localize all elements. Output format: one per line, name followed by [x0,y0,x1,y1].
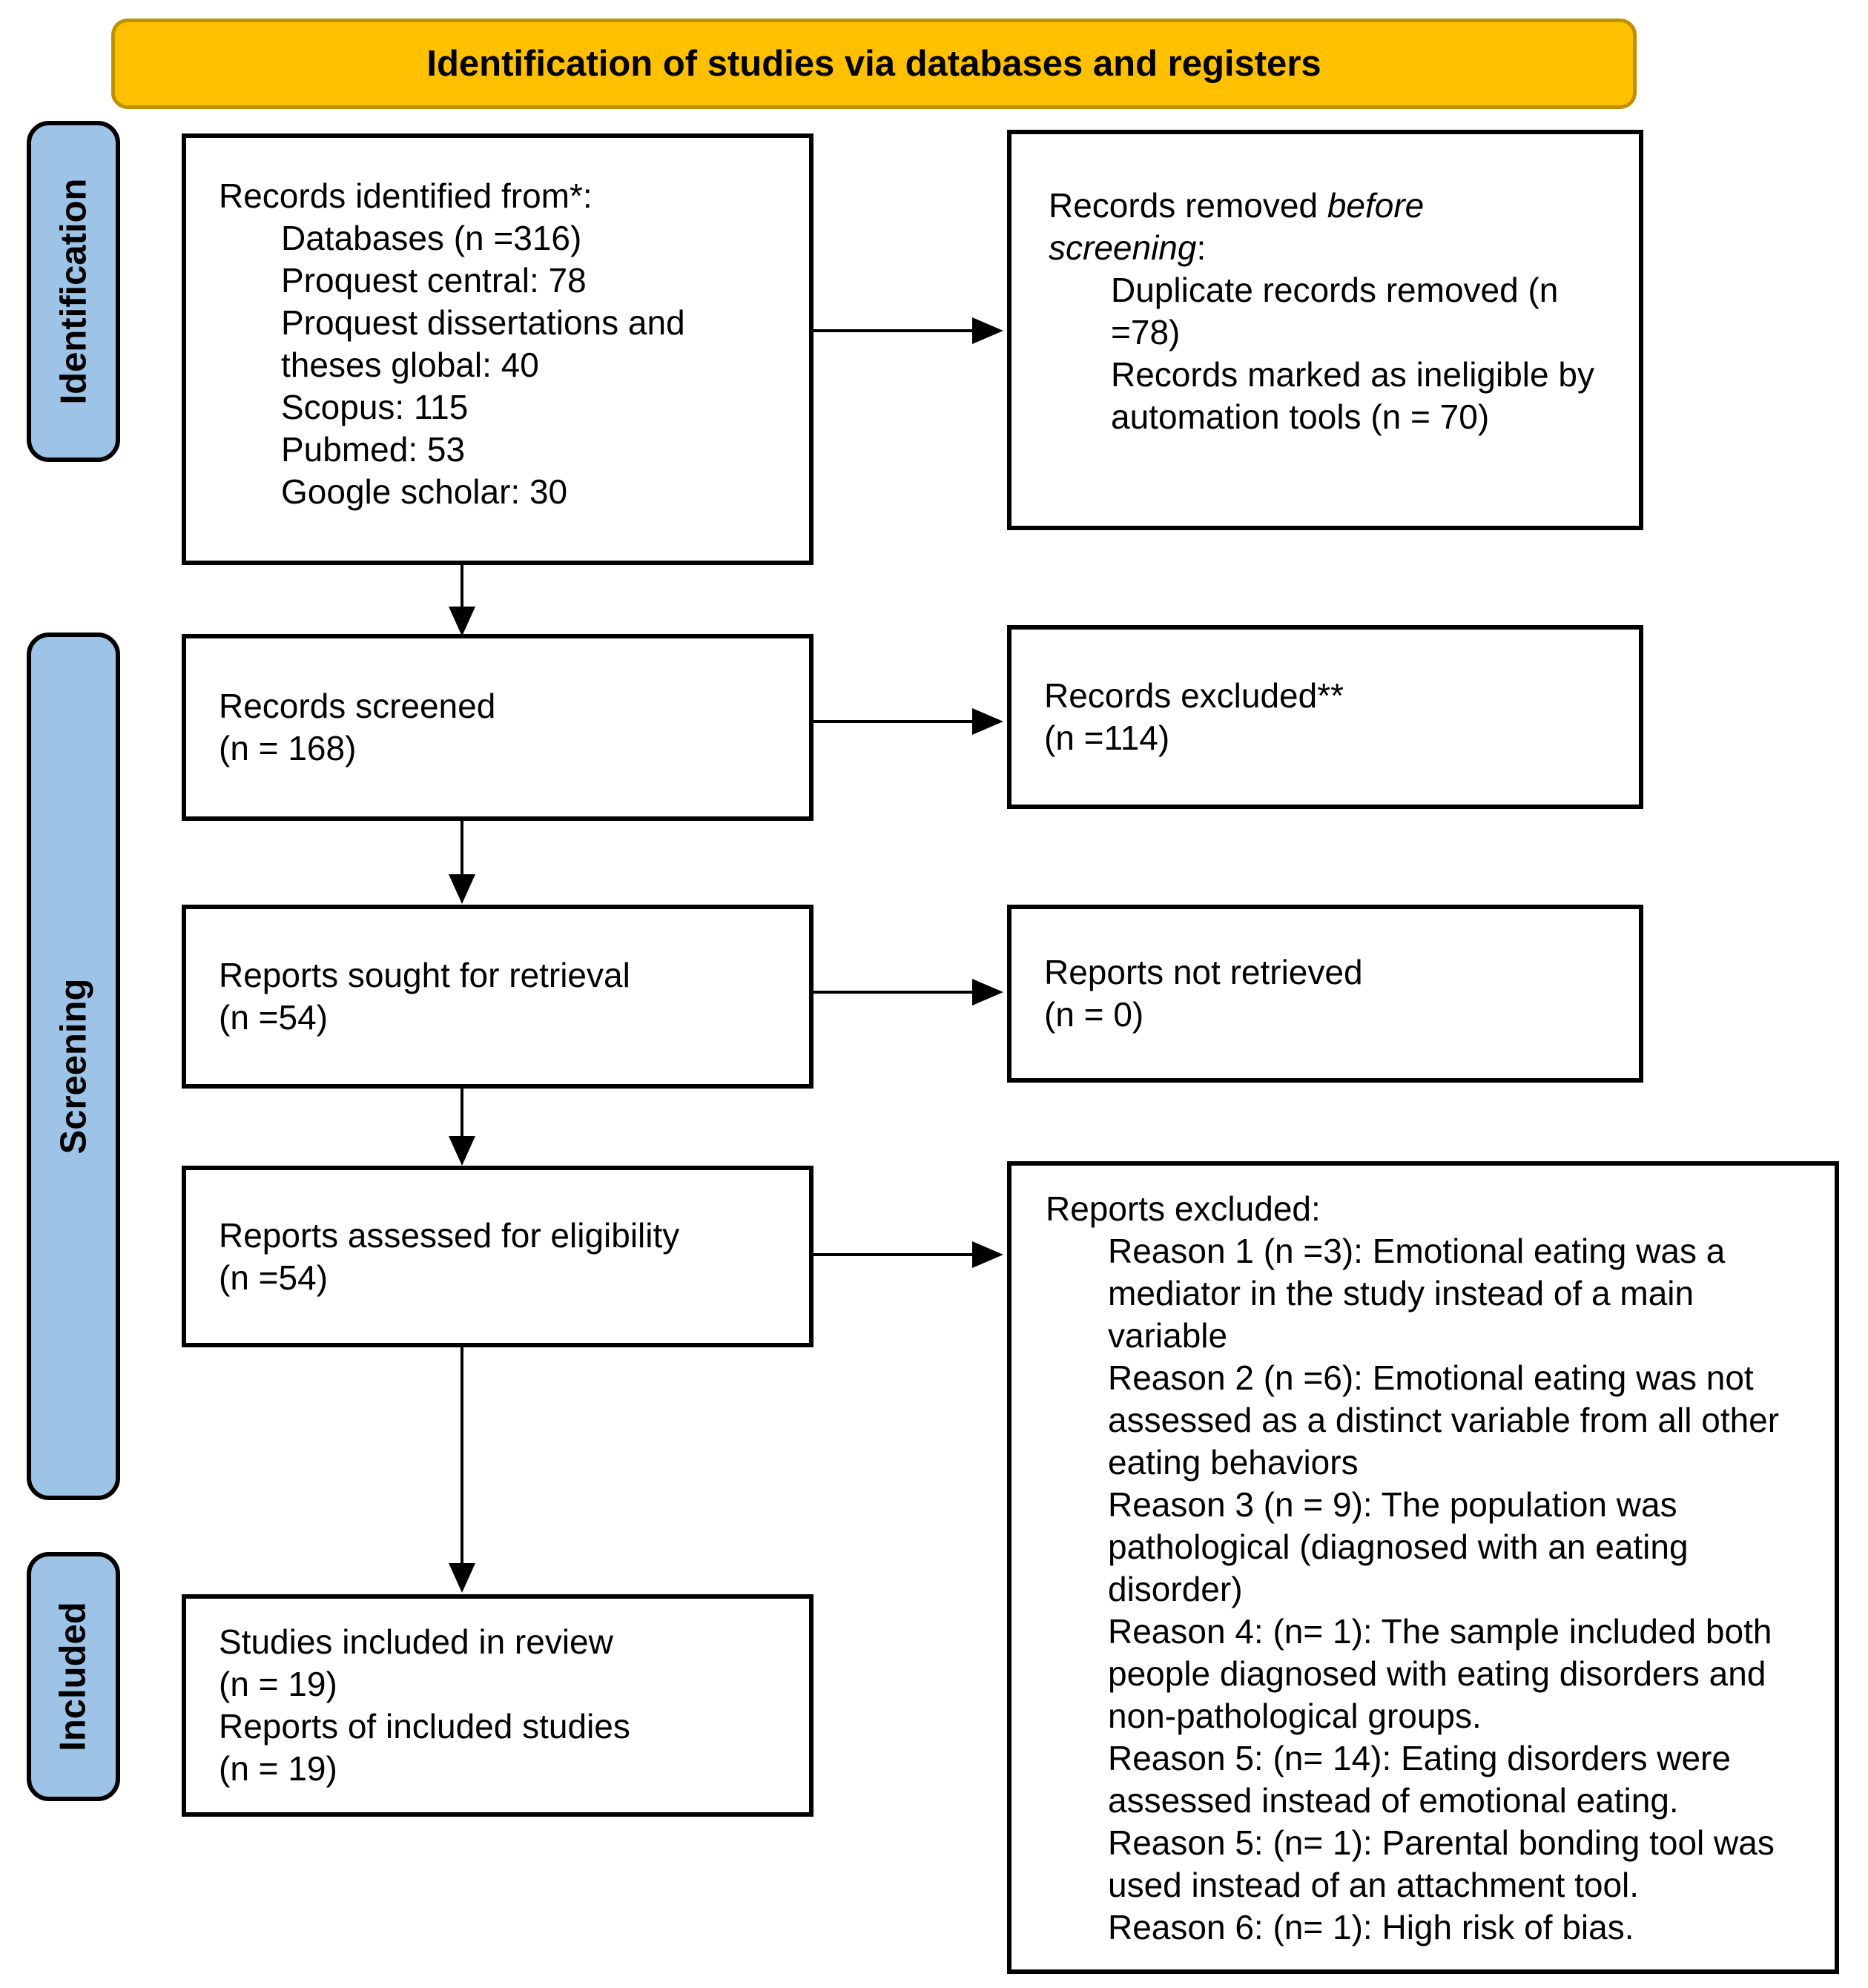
arrow-assessed-to-included-line [461,1347,463,1565]
records-identified-item: Google scholar: 30 [281,472,568,511]
arrow-screened-to-sought-line [461,821,463,876]
stage-label-screening-text: Screening [53,978,94,1155]
reports-excluded-reason: Reason 4: (n= 1): The sample included bo… [1108,1612,1772,1735]
arrow-identified-to-screened-head [449,607,475,636]
stage-label-included: Included [27,1552,120,1801]
records-screened-count: (n = 168) [219,729,357,767]
records-identified-title: Records identified from*: [219,176,593,215]
box-studies-included: Studies included in review (n = 19) Repo… [182,1594,813,1817]
records-identified-item: Scopus: 115 [281,388,469,426]
studies-included-line3: Reports of included studies [219,1707,630,1746]
reports-assessed-line1: Reports assessed for eligibility [219,1215,680,1255]
arrow-assessed-to-excluded-head [972,1241,1003,1268]
box-reports-excluded-reasons: Reports excluded: Reason 1 (n =3): Emoti… [1007,1161,1839,1974]
records-identified-item: Databases (n =316) [281,219,582,257]
box-records-removed-before-screening: Records removed before screening: Duplic… [1007,130,1643,530]
studies-included-reports-count: (n = 19) [219,1749,337,1788]
reports-excluded-title: Reports excluded: [1046,1189,1321,1228]
stage-label-identification: Identification [27,121,120,462]
reports-excluded-reason: Reason 1 (n =3): Emotional eating was a … [1108,1232,1726,1355]
records-identified-item: Proquest central: 78 [281,261,587,300]
stage-label-identification-text: Identification [53,178,94,405]
arrow-assessed-to-included-head [449,1563,475,1593]
studies-included-line1: Studies included in review [219,1622,613,1661]
reports-assessed-count: (n =54) [219,1258,329,1297]
arrow-identified-to-removed-head [972,317,1003,344]
stage-label-included-text: Included [53,1602,93,1751]
records-removed-title: Records removed before screening: [1049,185,1538,269]
reports-not-retrieved-count: (n = 0) [1044,995,1144,1034]
reports-excluded-reason: Reason 6: (n= 1): High risk of bias. [1108,1908,1634,1946]
reports-excluded-reason: Reason 5: (n= 1): Parental bonding tool … [1108,1823,1775,1904]
records-identified-item: Pubmed: 53 [281,430,466,469]
stage-label-screening: Screening [27,633,120,1500]
records-removed-title-italic: before screening [1049,186,1425,267]
box-reports-not-retrieved: Reports not retrieved (n = 0) [1007,905,1643,1083]
arrow-assessed-to-excluded-line [813,1253,974,1256]
records-removed-item: Duplicate records removed (n =78) [1111,271,1559,351]
records-removed-item: Records marked as ineligible by automati… [1111,355,1594,436]
header-title: Identification of studies via databases … [426,44,1321,84]
records-removed-title-prefix: Records removed [1049,186,1327,225]
reports-sought-count: (n =54) [219,998,329,1037]
records-removed-title-suffix: : [1196,228,1207,267]
arrow-sought-to-notretrieved-line [813,991,974,994]
arrow-sought-to-notretrieved-head [972,979,1003,1005]
box-reports-sought-for-retrieval: Reports sought for retrieval (n =54) [182,905,813,1089]
studies-included-count: (n = 19) [219,1665,337,1703]
records-excluded-count: (n =114) [1044,719,1170,757]
box-reports-assessed-for-eligibility: Reports assessed for eligibility (n =54) [182,1166,813,1347]
box-records-screened: Records screened (n = 168) [182,634,813,821]
arrow-sought-to-assessed-head [449,1136,475,1166]
reports-excluded-reason: Reason 3 (n = 9): The population was pat… [1108,1485,1689,1608]
records-excluded-line1: Records excluded** [1044,676,1344,715]
records-identified-item: Proquest dissertations and theses global… [281,303,685,384]
reports-excluded-reason: Reason 5: (n= 14): Eating disorders were… [1108,1739,1731,1820]
header-banner: Identification of studies via databases … [111,19,1637,109]
reports-sought-line1: Reports sought for retrieval [219,956,630,994]
arrow-screened-to-excluded-head [972,708,1003,735]
records-screened-line1: Records screened [219,687,496,725]
reports-excluded-reason: Reason 2 (n =6): Emotional eating was no… [1108,1358,1780,1482]
arrow-sought-to-assessed-line [461,1089,463,1137]
arrow-identified-to-screened-line [461,565,463,608]
reports-not-retrieved-line1: Reports not retrieved [1044,953,1363,991]
arrow-screened-to-sought-head [449,874,475,904]
arrow-identified-to-removed-line [813,329,974,332]
box-records-identified: Records identified from*: Databases (n =… [182,133,813,565]
box-records-excluded: Records excluded** (n =114) [1007,625,1643,809]
arrow-screened-to-excluded-line [813,720,974,723]
